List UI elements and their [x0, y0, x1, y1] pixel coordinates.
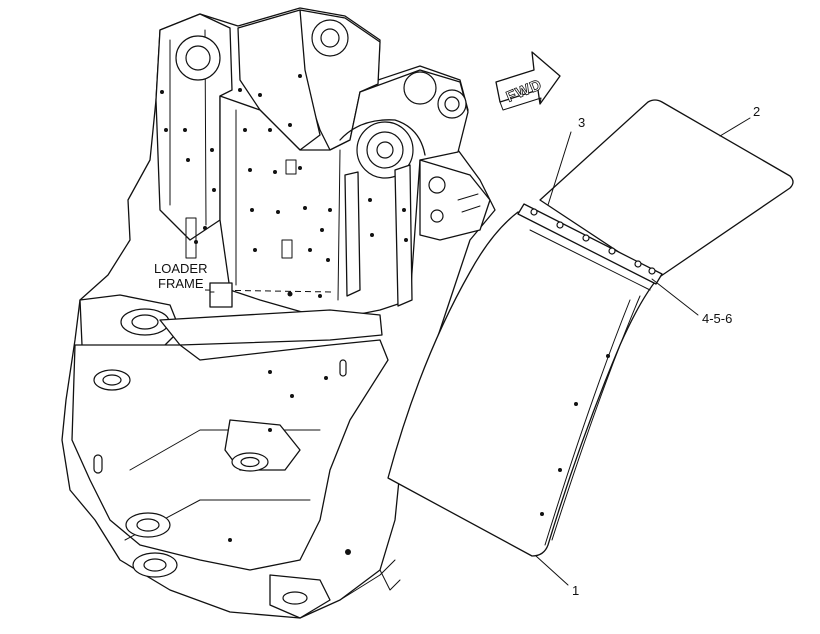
mud-flap [539, 99, 794, 279]
forward-arrow-icon: FWD [495, 51, 561, 111]
loader-frame-label-line2: FRAME [158, 276, 204, 291]
loader-frame-label-line1: LOADER [154, 261, 207, 276]
leader-lines [209, 117, 751, 586]
mounting-strip [517, 203, 663, 285]
loader-frame [61, 7, 496, 619]
callout-1: 1 [572, 583, 579, 598]
bolt-row [530, 208, 656, 275]
callout-3: 3 [578, 115, 585, 130]
callout-4-5-6: 4-5-6 [702, 311, 732, 326]
fender-panel [387, 211, 659, 557]
callout-2: 2 [753, 104, 760, 119]
